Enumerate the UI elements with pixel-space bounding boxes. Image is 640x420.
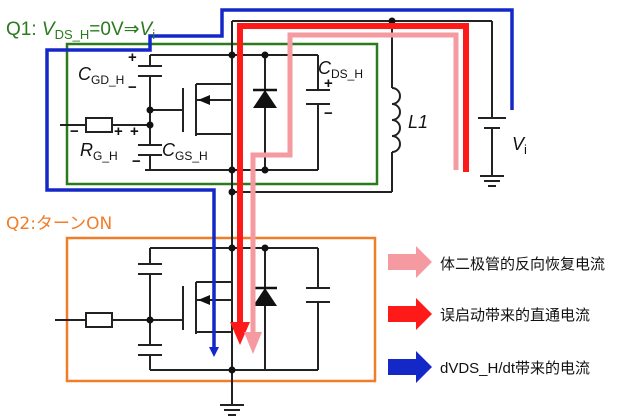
rg-label: RG_H <box>80 140 118 163</box>
legend-item-dvdt: dVDS_H/dt带来的电流 <box>388 351 590 383</box>
svg-text:−: − <box>324 105 333 122</box>
svg-text:−: − <box>128 79 137 96</box>
svg-text:−: − <box>70 123 79 140</box>
circuit-wiring <box>55 20 506 416</box>
legend-label: 体二极管的反向恢复电流 <box>440 255 605 273</box>
cgd-label: CGD_H <box>78 64 124 87</box>
cgs-label: CGS_H <box>162 140 208 163</box>
arrow-right-icon <box>388 298 432 330</box>
q2-mosfet-arrow <box>198 295 210 305</box>
reverse-recovery-current-path <box>250 32 459 335</box>
reverse-recovery-arrowhead <box>244 332 262 354</box>
source-label: Vi <box>512 134 527 157</box>
legend-label: dVDS_H/dt带来的电流 <box>440 360 590 377</box>
cds-label: CDS_H <box>318 58 363 81</box>
arrow-right-icon <box>388 351 432 383</box>
svg-text:+: + <box>128 49 137 66</box>
q1-box <box>65 42 379 186</box>
dvdt-current-path <box>45 8 514 357</box>
legend-item-reverse-recovery: 体二极管的反向恢复电流 <box>388 246 605 278</box>
svg-text:+: + <box>324 75 333 92</box>
shoot-through-arrowhead <box>230 322 250 345</box>
svg-text:+: + <box>130 123 139 140</box>
legend: 体二极管的反向恢复电流 误启动带来的直通电流 dVDS_H/dt带来的电流 <box>388 246 605 383</box>
svg-text:+: + <box>114 123 123 140</box>
q2-box <box>65 236 377 383</box>
q2-body-diode <box>253 286 277 306</box>
q2-title: Q2:ターンON <box>6 214 112 234</box>
svg-text:−: − <box>132 153 141 170</box>
legend-item-shoot-through: 误启动带来的直通电流 <box>388 298 590 330</box>
arrow-right-icon <box>388 246 432 278</box>
polarity-marks: + − + − + + − − <box>70 49 333 170</box>
q1-body-diode <box>253 88 277 108</box>
inductor-label: L1 <box>408 112 428 132</box>
legend-label: 误启动带来的直通电流 <box>440 306 590 324</box>
junction-dots <box>146 17 396 374</box>
shoot-through-current-path <box>237 23 469 325</box>
q1-title: Q1: VDS_H=0V⇒Vi <box>6 19 155 42</box>
inductor-l1 <box>391 87 401 153</box>
q1-mosfet-arrow <box>198 95 210 105</box>
